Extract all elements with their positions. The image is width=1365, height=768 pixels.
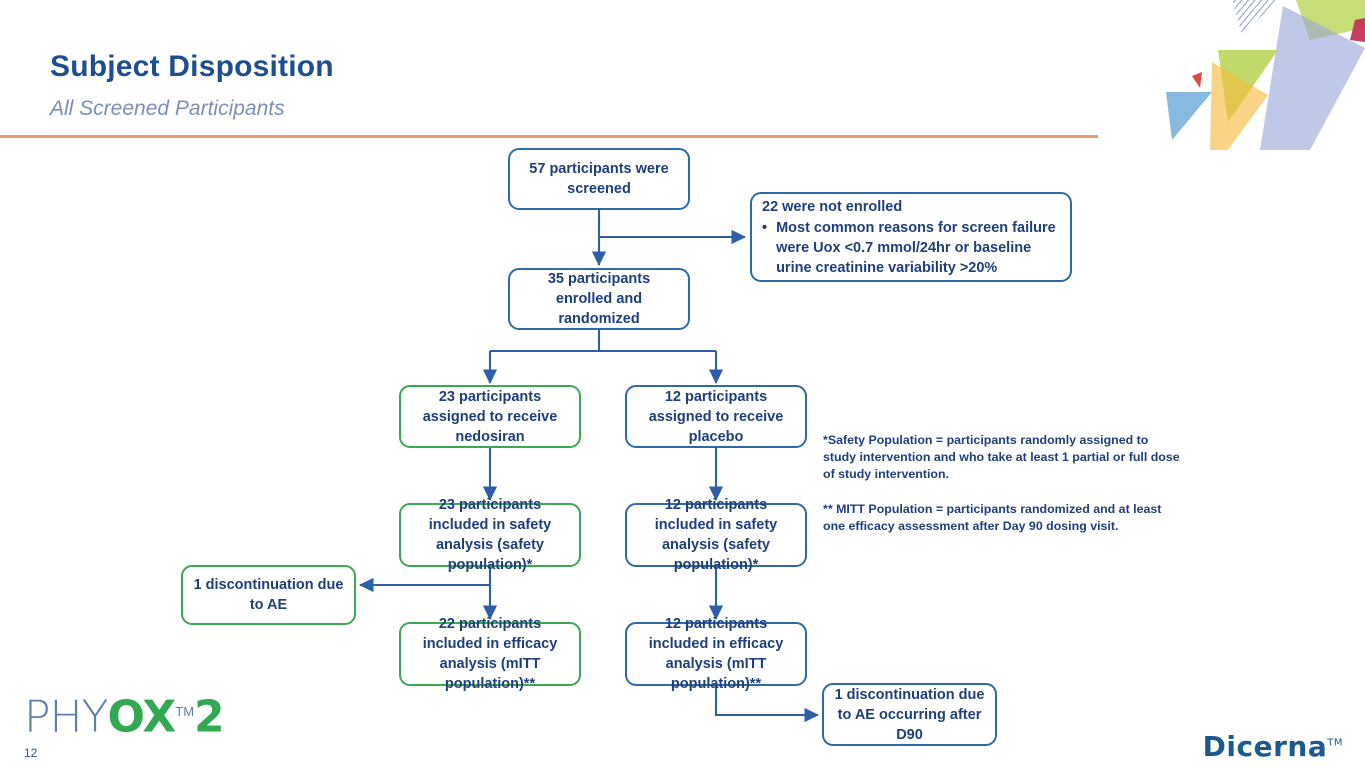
footnote-safety-population: *Safety Population = participants random… [823,433,1180,481]
phyox-logo-part1: PHY [24,691,108,743]
box-discontinuation-ae-d90-label: 1 discontinuation due to AE occurring af… [834,686,985,743]
page-number: 12 [24,746,38,760]
page-subtitle: All Screened Participants [50,97,285,120]
box-randomized-label: 35 participants enrolled and randomized [547,271,651,327]
box-not-enrolled[interactable]: 22 were not enrolled • Most common reaso… [750,192,1072,282]
phyox-logo-part2: OX [107,691,177,743]
box-discontinuation-ae-d90[interactable]: 1 discontinuation due to AE occurring af… [822,683,997,746]
phyox-logo-part3: 2 [194,691,225,743]
phyox2-logo: PHYOXTM2 [24,690,225,743]
box-assigned-placebo-label: 12 participants assigned to receive plac… [648,388,784,445]
footnote-mitt-population: ** MITT Population = participants random… [823,502,1162,533]
box-not-enrolled-reason: Most common reasons for screen failure w… [776,219,1056,276]
dicerna-logo-text: Dicerna [1202,730,1328,763]
dicerna-trademark-icon: TM [1327,737,1343,749]
box-discontinuation-ae[interactable]: 1 discontinuation due to AE [181,565,356,625]
box-assigned-nedosiran[interactable]: 23 participants assigned to receive nedo… [399,385,581,448]
box-assigned-nedosiran-label: 23 participants assigned to receive nedo… [422,388,558,445]
box-screened[interactable]: 57 participants were screened [508,148,690,210]
box-safety-nedosiran-label: 23 participants included in safety analy… [428,497,552,573]
box-safety-placebo-label: 12 participants included in safety analy… [654,497,778,573]
box-not-enrolled-title: 22 were not enrolled [762,198,903,215]
box-efficacy-nedosiran[interactable]: 22 participants included in efficacy ana… [399,616,581,692]
box-assigned-placebo[interactable]: 12 participants assigned to receive plac… [625,385,807,448]
header-divider [0,135,1098,138]
box-efficacy-placebo[interactable]: 12 participants included in efficacy ana… [625,616,807,692]
decorative-triangles [1166,0,1365,150]
box-screened-label: 57 participants were screened [529,161,669,197]
page-title: Subject Disposition [50,50,334,83]
box-randomized[interactable]: 35 participants enrolled and randomized [508,268,690,330]
box-discontinuation-ae-label: 1 discontinuation due to AE [193,577,344,613]
box-safety-nedosiran[interactable]: 23 participants included in safety analy… [399,497,581,573]
box-efficacy-nedosiran-label: 22 participants included in efficacy ana… [422,616,558,692]
bullet-icon: • [762,219,768,236]
box-efficacy-placebo-label: 12 participants included in efficacy ana… [648,616,784,692]
dicerna-logo: DicernaTM [1203,730,1343,763]
box-safety-placebo[interactable]: 12 participants included in safety analy… [625,497,807,573]
trademark-icon: TM [175,704,195,719]
